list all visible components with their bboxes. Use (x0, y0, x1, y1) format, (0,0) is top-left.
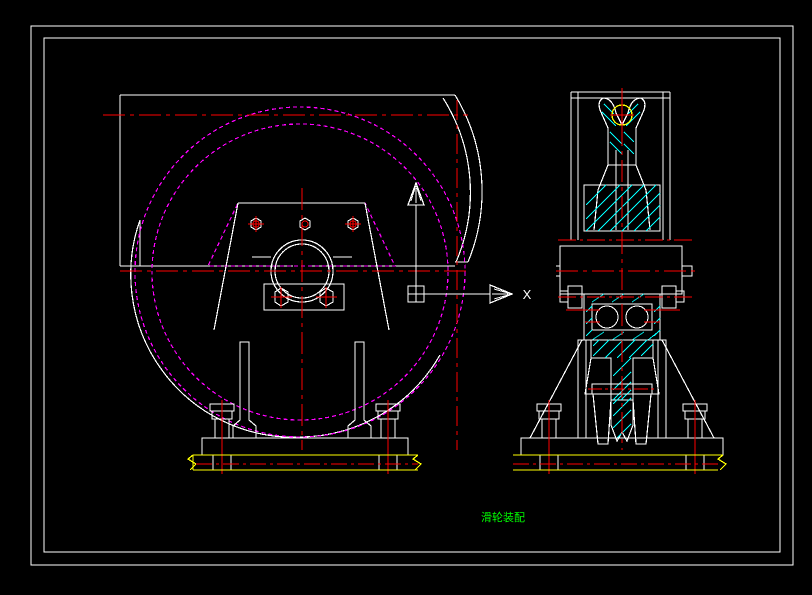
bolt-hole-right (345, 216, 361, 232)
roller-left (595, 305, 619, 329)
x-axis-arrow-fill (492, 288, 510, 300)
hidden-circle-inner (151, 123, 449, 421)
neck-left (593, 164, 609, 231)
splay-right (661, 339, 715, 439)
rail-front (186, 454, 423, 471)
upper-block-hatch (585, 184, 661, 232)
wheel-arc-right-lower (301, 354, 441, 438)
side-frame-posts (570, 91, 671, 240)
foot-bolts-front (209, 400, 401, 474)
y-axis-arrowhead (407, 181, 425, 206)
barrel-left-nub (556, 265, 560, 277)
foot-bolts-side (536, 400, 708, 474)
hub-plate-right-slant (364, 202, 390, 331)
rim-arc-outer-upper (454, 94, 483, 263)
post-top-cap (571, 91, 670, 99)
border-outer-rect (30, 25, 794, 566)
post-left (570, 92, 579, 240)
lower-bolt-plate (263, 283, 345, 311)
drawing-title-text: 滑轮装配 (481, 510, 525, 524)
rail-side (513, 454, 728, 471)
wheel-body-outline (119, 95, 455, 438)
bolt-hole-left (248, 216, 264, 232)
post-right (662, 92, 671, 240)
hub-plate-left-slant (213, 202, 239, 331)
yoke-outline (598, 97, 646, 166)
upper-hatched-block (583, 184, 661, 232)
rim-arc-outer-lower (442, 97, 471, 263)
x-axis-label: X (523, 287, 532, 302)
rail-side-body (513, 454, 723, 471)
hidden-circle-outer (134, 106, 466, 438)
drawing-border (30, 25, 794, 566)
rail-side-break (716, 454, 728, 471)
bolt-plate-hole-right (316, 287, 337, 308)
rail-break-right (411, 454, 423, 471)
side-section-view-group[interactable] (513, 88, 728, 474)
border-inner-rect (43, 37, 781, 553)
roller-right (625, 305, 649, 329)
y-axis-arrow-fill (410, 186, 422, 203)
ucs-axis-indicator[interactable]: X (407, 181, 532, 304)
x-axis-arrowhead (489, 284, 514, 304)
wheel-rim-outline (120, 94, 483, 263)
front-view-group[interactable] (103, 94, 483, 474)
upper-bolt-holes (248, 216, 361, 232)
neck-shaft (615, 150, 629, 230)
bolt-plate-hole-left (271, 287, 292, 308)
hidden-circles (134, 106, 466, 438)
splay-left (529, 339, 583, 439)
bolt-plate-rect (263, 283, 345, 311)
bearing-hatch (585, 293, 661, 341)
rail-break-left (186, 454, 198, 471)
